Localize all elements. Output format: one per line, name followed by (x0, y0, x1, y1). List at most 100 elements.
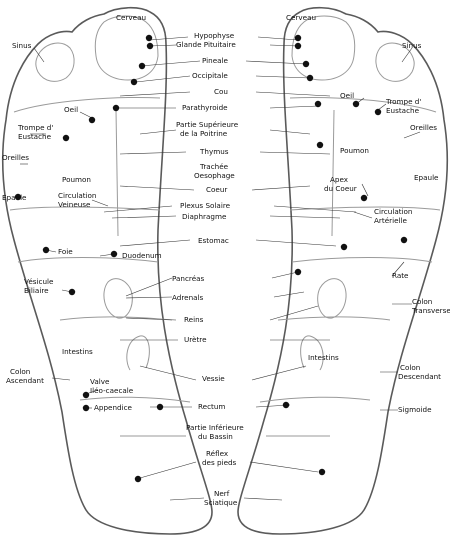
label-apex-1: Apex (330, 175, 349, 184)
label-colon-desc-2: Descendant (398, 372, 441, 381)
label-vesicule-1: Vésicule (24, 277, 54, 286)
label-colon-tr-2: Transverse (411, 306, 450, 315)
label-pineale: Pineale (202, 56, 229, 65)
reflex-point (306, 74, 314, 82)
label-intestins-right: Intestins (308, 353, 339, 362)
reflex-point (88, 116, 96, 124)
label-coeur: Coeur (206, 185, 227, 194)
label-cerveau-right: Cerveau (286, 13, 316, 22)
reflex-point (134, 475, 142, 483)
leader-lines (20, 36, 421, 501)
label-parathyroide: Parathyroide (182, 103, 228, 112)
label-glande-pituitaire: Glande Pituitaire (176, 40, 236, 49)
reflex-point (282, 401, 290, 409)
label-cou: Cou (214, 87, 228, 96)
label-bassin-2: du Bassin (198, 432, 233, 441)
reflex-point (110, 250, 118, 258)
label-appendice: Appendice (94, 403, 133, 412)
label-nerf-1: Nerf (214, 489, 230, 498)
label-epaule-left: Epaule (2, 193, 27, 202)
reflex-point (318, 468, 326, 476)
reflex-point (146, 42, 154, 50)
label-trompe-right-1: Trompe d' (385, 97, 421, 106)
label-valve-1: Valve (90, 377, 110, 386)
label-sigmoide: Sigmoide (398, 405, 432, 414)
reflex-point (112, 104, 120, 112)
label-intestins-left: Intestins (62, 347, 93, 356)
reflex-point (294, 34, 302, 42)
label-hypophyse: Hypophyse (194, 31, 235, 40)
reflex-point (68, 288, 76, 296)
label-partie-sup-1: Partie Supérieure (176, 120, 239, 129)
label-circ-right-2: Artérielle (374, 216, 407, 225)
reflex-point (360, 194, 368, 202)
label-oreilles-left: Oreilles (2, 153, 29, 162)
label-foie: Foie (58, 247, 73, 256)
label-partie-sup-2: de la Poitrine (180, 129, 228, 138)
reflex-point (82, 404, 90, 412)
label-circ-left-1: Circulation (58, 191, 97, 200)
label-poumon-left: Poumon (62, 175, 91, 184)
label-sinus-right: Sinus (402, 41, 422, 50)
label-duodenum: Duodenum (122, 251, 162, 260)
label-trompe-left-1: Trompe d' (17, 123, 53, 132)
reflex-point (314, 100, 322, 108)
label-colon-asc-2: Ascendant (6, 376, 44, 385)
label-vesicule-2: Biliaire (24, 286, 49, 295)
label-colon-desc-1: Colon (400, 363, 420, 372)
label-rectum: Rectum (198, 402, 225, 411)
reflex-points (14, 34, 408, 483)
reflex-point (400, 236, 408, 244)
label-colon-asc-1: Colon (10, 367, 30, 376)
reflex-point (156, 403, 164, 411)
reflex-point (374, 108, 382, 116)
reflex-point (14, 193, 22, 201)
label-trachee-1: Trachée (199, 162, 229, 171)
label-nerf-2: Sciatique (204, 498, 238, 507)
reflex-point (42, 246, 50, 254)
reflex-point (62, 134, 70, 142)
label-occipitale: Occipitale (192, 71, 228, 80)
label-valve-2: Iléo-caecale (90, 386, 134, 395)
reflex-point (340, 243, 348, 251)
label-apex-2: du Coeur (324, 184, 357, 193)
labels: Cerveau Cerveau Hypophyse Glande Pituita… (2, 13, 450, 507)
label-vessie: Vessie (202, 374, 225, 383)
label-reins: Reins (184, 315, 204, 324)
label-estomac: Estomac (198, 236, 229, 245)
reflex-point (294, 42, 302, 50)
label-circ-right-1: Circulation (374, 207, 413, 216)
reflex-point (130, 78, 138, 86)
reflex-point (82, 391, 90, 399)
label-trompe-right-2: Eustache (386, 106, 420, 115)
label-reflex-1: Réflex (206, 449, 229, 458)
label-adrenals: Adrenals (172, 293, 204, 302)
reflex-point (352, 100, 360, 108)
reflex-point (302, 60, 310, 68)
label-plexus: Plexus Solaire (180, 201, 231, 210)
label-oreilles-right: Oreilles (410, 123, 437, 132)
right-foot-outline (237, 6, 449, 535)
label-trachee-2: Oesophage (194, 171, 235, 180)
label-uretre: Urètre (184, 335, 207, 344)
label-circ-left-2: Veineuse (58, 200, 91, 209)
label-oeil-left: Oeil (64, 105, 78, 114)
label-bassin-1: Partie Inférieure (186, 423, 244, 432)
reflex-point (294, 268, 302, 276)
left-foot-outline (1, 6, 213, 535)
label-epaule-right: Epaule (414, 173, 439, 182)
label-trompe-left-2: Eustache (18, 132, 52, 141)
label-colon-tr-1: Colon (412, 297, 432, 306)
label-reflex-2: des pieds (202, 458, 237, 467)
label-rate: Rate (392, 271, 409, 280)
reflex-point (145, 34, 153, 42)
label-thymus: Thymus (199, 147, 229, 156)
label-poumon-right: Poumon (340, 146, 369, 155)
label-cerveau-left: Cerveau (116, 13, 146, 22)
label-diaphragme: Diaphragme (182, 212, 227, 221)
label-sinus-left: Sinus (12, 41, 32, 50)
label-oeil-right: Oeil (340, 91, 354, 100)
reflex-point (316, 141, 324, 149)
label-pancreas: Pancréas (172, 274, 205, 283)
